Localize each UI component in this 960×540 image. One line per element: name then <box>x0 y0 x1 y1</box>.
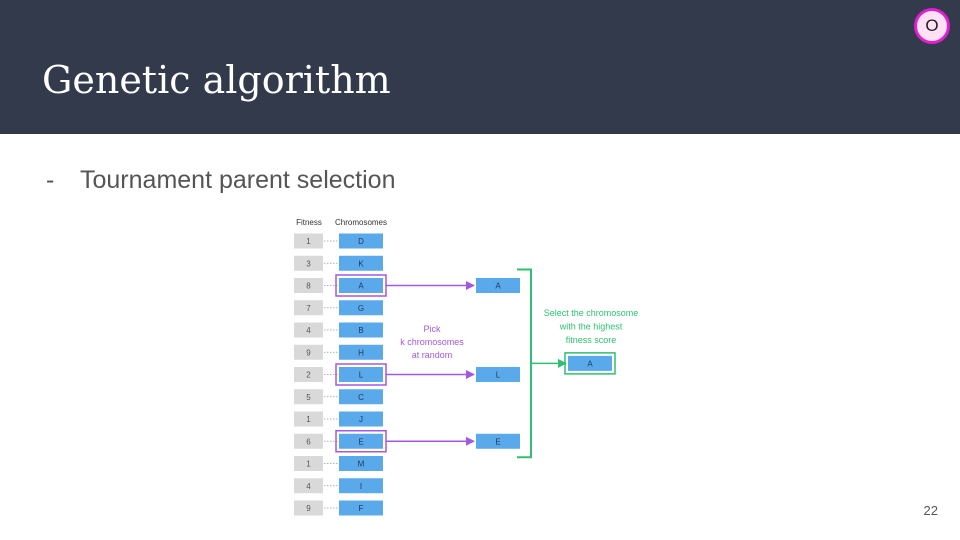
chromosome-box <box>339 300 383 316</box>
fitness-value: 4 <box>306 326 311 335</box>
fitness-box <box>294 389 323 405</box>
fitness-box <box>294 278 323 293</box>
page-number: 22 <box>923 503 938 518</box>
fitness-box <box>294 433 323 449</box>
fitness-value: 4 <box>306 482 311 491</box>
pick-label-line: k chromosomes <box>400 337 464 347</box>
pick-label-line: at random <box>412 350 453 360</box>
chromosome-box <box>339 367 383 382</box>
fitness-value: 1 <box>306 415 311 424</box>
select-group: A Select the chromosome with the highest fi… <box>517 268 639 459</box>
select-label-line: fitness score <box>566 335 617 345</box>
pick-label: Pick k chromosomes at random <box>400 324 464 360</box>
fitness-box <box>294 478 323 494</box>
fitness-value: 1 <box>306 460 311 469</box>
fitness-value: 6 <box>306 437 311 446</box>
chromosome-box <box>339 433 383 449</box>
chromosome-box <box>339 389 383 405</box>
chromosome-label: E <box>358 437 363 446</box>
chromosome-label: A <box>358 282 364 291</box>
avatar-letter: O <box>925 16 939 35</box>
chromosome-label: J <box>359 415 363 424</box>
chromosomes-header: Chromosomes <box>335 218 387 227</box>
chromosome-label: F <box>359 504 364 513</box>
select-bracket <box>517 268 532 459</box>
chromosome-box <box>339 500 383 516</box>
select-label-line: with the highest <box>559 322 623 332</box>
winner-label: A <box>587 359 593 368</box>
fitness-box <box>294 300 323 316</box>
slide-title: Genetic algorithm <box>42 58 391 102</box>
fitness-box <box>294 411 323 427</box>
picked-chromosome-label: E <box>495 437 500 446</box>
picked-chromosome-box <box>476 278 520 293</box>
fitness-value: 3 <box>306 259 311 268</box>
chromosome-label: K <box>358 259 364 268</box>
chromosome-box <box>339 478 383 494</box>
fitness-box <box>294 344 323 360</box>
chromosome-box <box>339 233 383 249</box>
chromosome-label: L <box>359 371 364 380</box>
picked-chromosome-label: A <box>495 282 501 291</box>
fitness-value: 8 <box>306 282 311 291</box>
fitness-box <box>294 367 323 382</box>
chromosome-label: D <box>358 237 364 246</box>
chromosome-label: C <box>358 393 364 402</box>
fitness-value: 1 <box>306 237 311 246</box>
chromosome-box <box>339 322 383 338</box>
fitness-value: 9 <box>306 348 311 357</box>
fitness-box <box>294 255 323 271</box>
fitness-box <box>294 456 323 471</box>
fitness-box <box>294 322 323 338</box>
winner-box <box>568 355 612 371</box>
chromosome-label: G <box>358 304 364 313</box>
chromosome-label: M <box>358 460 365 469</box>
fitness-value: 5 <box>306 393 311 402</box>
fitness-value: 7 <box>306 304 311 313</box>
chromosome-box <box>339 278 383 293</box>
user-avatar[interactable]: O <box>914 8 950 44</box>
pick-label-line: Pick <box>423 324 441 334</box>
fitness-box <box>294 233 323 249</box>
chromosome-box <box>339 456 383 471</box>
picked-chromosome-box <box>476 433 520 449</box>
select-label-line: Select the chromosome <box>544 308 639 318</box>
winner-highlight <box>564 352 616 375</box>
bullet-text: Tournament parent selection <box>80 166 396 194</box>
picked-group: A L E <box>386 278 520 449</box>
chromosome-box <box>339 344 383 360</box>
picked-chromosome-label: L <box>496 371 501 380</box>
fitness-header: Fitness <box>296 218 322 227</box>
chromosome-label: H <box>358 348 364 357</box>
fitness-box <box>294 500 323 516</box>
bullet-marker: - <box>46 166 55 194</box>
fitness-value: 2 <box>306 371 311 380</box>
title-bar <box>0 0 960 134</box>
chromosome-label: B <box>358 326 363 335</box>
chromosome-box <box>339 255 383 271</box>
fitness-value: 9 <box>306 504 311 513</box>
chromosome-label: I <box>360 482 362 491</box>
chromosome-box <box>339 411 383 427</box>
picked-chromosome-box <box>476 367 520 382</box>
